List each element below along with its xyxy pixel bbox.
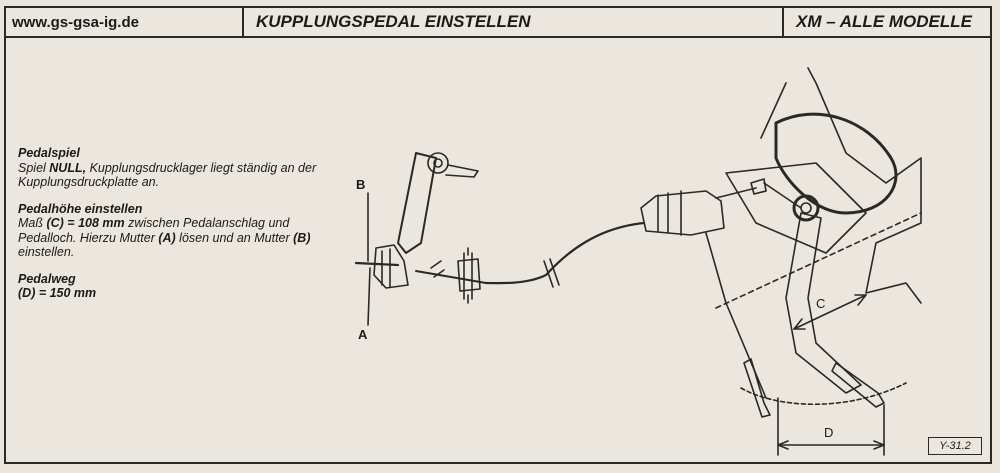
- page-reference: Y-31.2: [928, 437, 982, 455]
- section-heading: Pedalweg: [18, 271, 76, 286]
- clutch-pedal-diagram: C D B A: [354, 67, 922, 456]
- section-pedal-travel: Pedalweg (D) = 150 mm: [18, 272, 318, 301]
- text-run: Kupplungsdrucklager liegt ständig an der…: [18, 160, 317, 190]
- text-run: zwischen Pedalanschlag und Pedalloch. Hi…: [18, 216, 290, 245]
- cable-housing: [640, 190, 725, 236]
- dimension-c-line: [793, 294, 867, 330]
- pedal-pivot: [792, 194, 820, 222]
- dimension-c-label: C: [816, 296, 825, 311]
- bulkhead-outline: [807, 67, 922, 304]
- floor-line: [705, 232, 767, 399]
- body-aperture: [774, 112, 898, 215]
- model-label: XM – ALLE MODELLE: [796, 12, 972, 31]
- callout-b: B: [356, 177, 365, 192]
- pedal-travel-arc: [740, 382, 907, 406]
- lever-return-spring: [445, 164, 479, 178]
- page-title: KUPPLUNGSPEDAL EINSTELLEN: [244, 8, 784, 36]
- dimension-d-label: D: [824, 425, 833, 440]
- section-body: (D) = 150 mm: [18, 286, 97, 300]
- rod-link: [763, 182, 802, 209]
- dimension-c-arrow: [793, 318, 806, 330]
- rod-clevis: [750, 178, 767, 195]
- lever-end-nuts: [373, 244, 409, 289]
- pedal-bracket: [725, 162, 867, 254]
- text-run: Spiel: [18, 160, 50, 175]
- section-heading: Pedalspiel: [18, 146, 80, 160]
- text-bold: (C) = 108 mm: [46, 216, 125, 230]
- callout-a: A: [358, 327, 368, 342]
- dimension-c-arrow: [854, 294, 867, 306]
- pedal-pad-rest: [743, 358, 771, 418]
- housing-ribs: [657, 190, 682, 236]
- pedal-pad-depressed: [831, 362, 885, 408]
- instructions: Pedalspiel Spiel NULL, Kupplungsdrucklag…: [18, 146, 318, 313]
- pedal-arm: [785, 212, 862, 394]
- cable-break-mark: [543, 258, 560, 288]
- release-lever: [397, 152, 437, 254]
- section-body: Maß (C) = 108 mm zwischen Pedalanschlag …: [18, 216, 318, 260]
- text-run: Maß: [18, 216, 47, 230]
- section-pedal-play: Pedalspiel Spiel NULL, Kupplungsdrucklag…: [18, 146, 318, 190]
- header-bar: www.gs-gsa-ig.de KUPPLUNGSPEDAL EINSTELL…: [6, 8, 990, 38]
- clutch-cable-inner: [415, 270, 487, 284]
- text-bold: (A): [158, 230, 176, 245]
- text-run: lösen und an Mutter: [175, 230, 294, 245]
- body-edge: [760, 82, 787, 139]
- document-sheet: www.gs-gsa-ig.de KUPPLUNGSPEDAL EINSTELL…: [4, 6, 992, 464]
- threaded-rod: [354, 261, 400, 267]
- pedal-pivot-hub: [800, 202, 812, 214]
- clutch-cable: [484, 221, 646, 285]
- floor-dashed-line: [715, 212, 922, 309]
- release-lever-pivot: [427, 152, 449, 174]
- section-heading: Pedalhöhe einstellen: [18, 201, 143, 216]
- callout-a-leader: [367, 267, 371, 326]
- section-pedal-height: Pedalhöhe einstellen Maß (C) = 108 mm zw…: [18, 202, 318, 260]
- nut-b-flats: [381, 248, 391, 288]
- dimension-d-arrow: [777, 440, 885, 450]
- adjuster-sleeve: [457, 258, 481, 292]
- text-bold: NULL,: [49, 160, 87, 175]
- adjuster-nut: [463, 252, 473, 300]
- release-lever-hole: [433, 158, 443, 168]
- cable-break-mark: [430, 260, 445, 278]
- text-bold: (B): [293, 230, 311, 245]
- text-run: einstellen.: [18, 245, 75, 259]
- section-body: Spiel NULL, Kupplungsdrucklager liegt st…: [18, 161, 318, 190]
- site-url: www.gs-gsa-ig.de: [6, 8, 244, 36]
- push-rod: [715, 187, 757, 199]
